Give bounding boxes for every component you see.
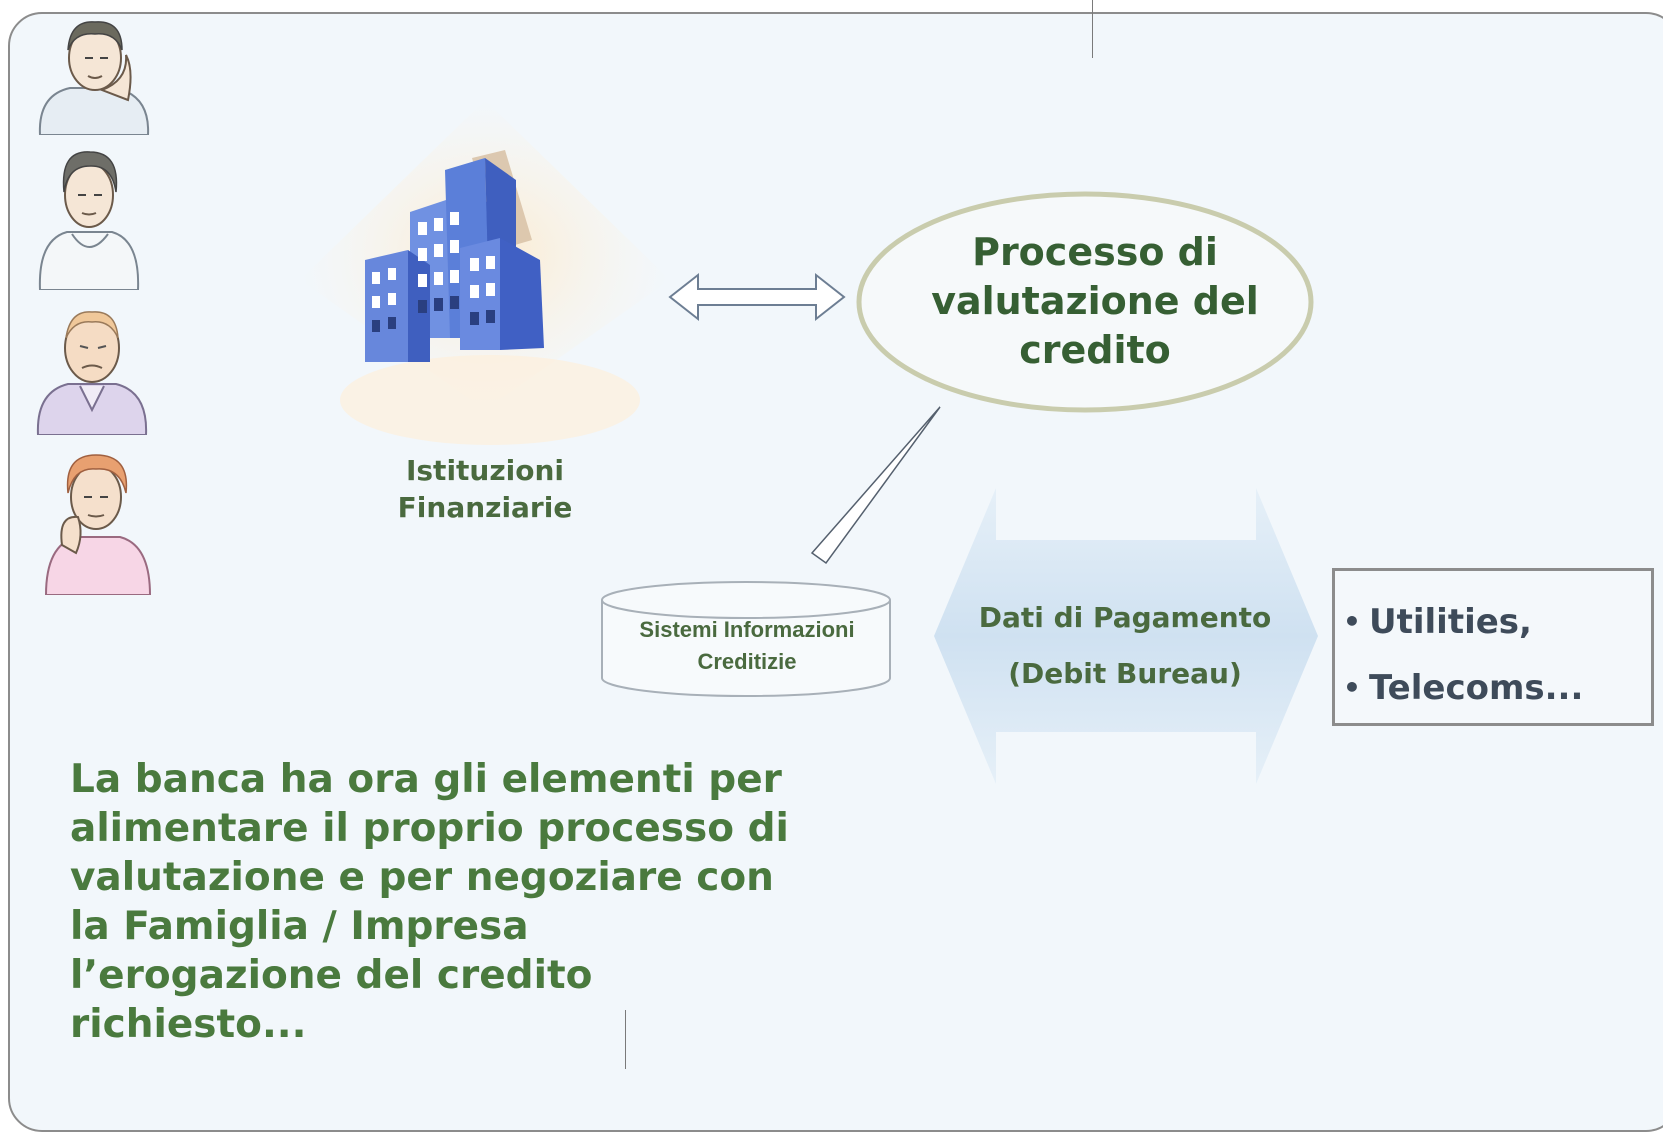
- source-item-utilities: Utilities,: [1343, 589, 1651, 655]
- buildings-icon: [300, 100, 670, 445]
- database-label: Sistemi Informazioni Creditizie: [602, 614, 892, 678]
- double-arrow-icon: [668, 272, 846, 322]
- summary-line: La banca ha ora gli elementi per: [70, 757, 782, 802]
- elderly-man-icon: [36, 311, 148, 435]
- process-title-line2: valutazione del: [931, 279, 1259, 323]
- summary-line: la Famiglia / Impresa: [70, 904, 529, 949]
- process-ellipse: [856, 191, 1314, 413]
- database-label-line2: Creditizie: [697, 649, 797, 674]
- elderly-woman-icon: [44, 454, 152, 595]
- summary-line: richiesto...: [70, 1002, 307, 1047]
- summary-line: valutazione e per negoziare con: [70, 855, 774, 900]
- process-title-line1: Processo di: [972, 230, 1218, 274]
- woman-thinking-icon: [38, 151, 140, 290]
- database-cylinder-icon: [601, 581, 891, 697]
- data-sources-box: Utilities, Telecoms...: [1332, 568, 1654, 726]
- man-thinking-icon: [38, 21, 150, 135]
- summary-line: l’erogazione del credito: [70, 953, 593, 998]
- payment-data-line1: Dati di Pagamento: [978, 601, 1272, 634]
- institution-label-line2: Finanziarie: [397, 491, 573, 524]
- summary-text: La banca ha ora gli elementi per aliment…: [70, 755, 870, 1049]
- data-sources-list: Utilities, Telecoms...: [1335, 571, 1651, 721]
- source-item-telecoms: Telecoms...: [1343, 655, 1651, 721]
- bottom-divider-tick: [625, 1010, 626, 1069]
- summary-line: alimentare il proprio processo di: [70, 806, 789, 851]
- institution-label-line1: Istituzioni: [405, 454, 565, 487]
- process-title-line3: credito: [1019, 328, 1171, 372]
- top-divider-tick: [1092, 0, 1093, 58]
- payment-data-line2: (Debit Bureau): [1008, 657, 1242, 690]
- payment-double-arrow: [934, 488, 1318, 784]
- callout-pointer: [810, 406, 941, 565]
- institution-label: Istituzioni Finanziarie: [340, 452, 630, 526]
- database-label-line1: Sistemi Informazioni: [639, 617, 855, 642]
- process-title: Processo di valutazione del credito: [880, 228, 1310, 375]
- payment-data-label: Dati di Pagamento (Debit Bureau): [950, 590, 1300, 702]
